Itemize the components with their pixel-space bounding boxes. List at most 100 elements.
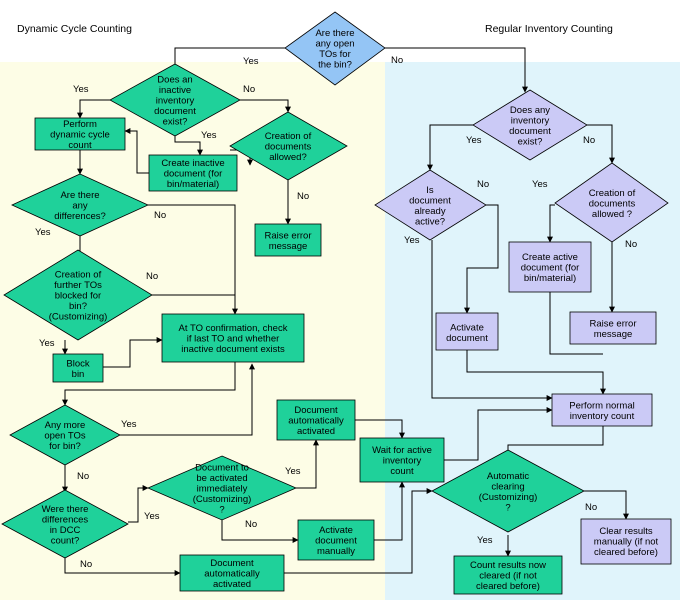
dcc-column-header: Dynamic Cycle Counting	[17, 23, 132, 35]
node-label-line: Wait for active	[372, 445, 432, 456]
node-label-line: Creation of	[55, 270, 102, 281]
node-label-line: blocked for	[55, 291, 101, 302]
node-label-line: the bin?	[318, 59, 352, 70]
edge-label-creation-right-no: No	[625, 239, 637, 250]
node-label-line: differences	[42, 514, 89, 525]
node-label-line: manually (if not	[594, 537, 659, 548]
node-label-line: document	[509, 126, 551, 137]
edge-label-further-tos-no: No	[146, 271, 158, 282]
edge-label-differences-yes: Yes	[35, 227, 51, 238]
node-label-line: (Customizing)	[49, 312, 108, 323]
node-label-line: any open	[315, 38, 354, 49]
node-label-line: inventory	[383, 456, 422, 467]
node-label-line: (Customizing)	[193, 494, 252, 505]
node-label-line: active?	[415, 216, 445, 227]
node-label-line: count	[390, 466, 414, 477]
edge-label-dcc-diff-no: No	[80, 559, 92, 570]
node-label-line: Clear results	[599, 526, 653, 537]
node-label-line: Raise error	[265, 230, 312, 241]
node-label-line: bin/material)	[167, 179, 219, 190]
edge-label-creation-left-no: No	[297, 191, 309, 202]
node-label-line: Count results now	[470, 560, 546, 571]
node-label-line: immediately	[197, 484, 248, 495]
node-label-line: Is	[426, 185, 434, 196]
node-label-line: inactive document exists	[181, 344, 285, 355]
node-label-line: clearing	[491, 481, 524, 492]
node-label-line: document (for	[521, 263, 580, 274]
node-label-line: exist?	[163, 117, 188, 128]
edge-label-any-doc-yes: Yes	[466, 135, 482, 146]
node-label-line: Does any	[510, 105, 550, 116]
node-label-line: if last TO and whether	[187, 334, 280, 345]
node-label-line: already	[414, 206, 445, 217]
node-label-line: Document	[210, 558, 254, 569]
node-label-line: documents	[589, 199, 636, 210]
node-label-line: At TO confirmation, check	[179, 323, 288, 334]
edge-label-further-tos-yes: Yes	[39, 338, 55, 349]
node-label-line: for bin?	[49, 441, 81, 452]
node-label-line: manually	[317, 546, 355, 557]
node-label-line: bin?	[69, 301, 87, 312]
edge-label-creation-left-yes: Yes	[201, 130, 217, 141]
node-label-line: cleared (if not	[479, 571, 537, 582]
node-label-line: inventory	[511, 115, 550, 126]
node-label-line: document	[446, 333, 488, 344]
node-label-line: Block	[66, 358, 89, 369]
regular-column-header: Regular Inventory Counting	[485, 23, 613, 35]
edge-label-creation-right-yes: Yes	[532, 179, 548, 190]
node-label-line: document	[409, 195, 451, 206]
node-label-line: Creation of	[589, 188, 636, 199]
node-label-line: cleared before)	[476, 581, 540, 592]
node-label-line: count	[68, 140, 92, 151]
edge-label-inactive-yes: Yes	[73, 84, 89, 95]
node-label-line: Activate	[450, 322, 484, 333]
node-label-line: Any more	[45, 420, 86, 431]
edge-label-differences-no: No	[154, 210, 166, 221]
node-label-line: Perform	[63, 119, 97, 130]
node-label-line: bin	[72, 369, 85, 380]
node-label-line: in DCC	[50, 525, 81, 536]
edge-label-already-active-yes: Yes	[404, 235, 420, 246]
node-label-line: exist?	[518, 136, 543, 147]
node-label-line: documents	[265, 142, 312, 153]
node-label-line: allowed?	[269, 152, 307, 163]
node-label-line: bin/material)	[524, 273, 576, 284]
node-label-line: dynamic cycle	[50, 130, 110, 141]
node-label-line: Automatic	[487, 471, 529, 482]
node-label-line: differences?	[54, 211, 106, 222]
edge-label-more-tos-no: No	[77, 471, 89, 482]
node-label-line: Activate	[319, 525, 353, 536]
edge-label-inactive-no: No	[243, 84, 255, 95]
node-label-line: Are there	[60, 190, 99, 201]
